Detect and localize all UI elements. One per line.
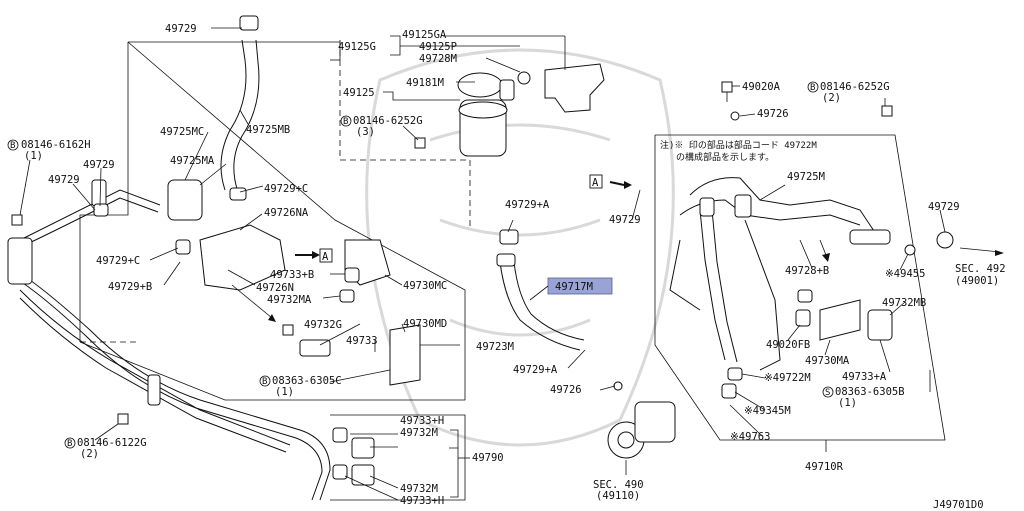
label-49732m-1: 49732M [400, 427, 438, 439]
part-bracket-49125ga [544, 63, 605, 113]
label-49020a: 49020A [742, 81, 781, 93]
label-49732mb: 49732MB [882, 297, 926, 309]
label-49726n: 49726N [256, 282, 294, 294]
label-49717m: 49717M [555, 281, 593, 293]
label-08363-6305b-qty: (1) [838, 397, 857, 409]
label-49729a-1: 49729+A [505, 199, 550, 211]
label-49725mc: 49725MC [160, 126, 204, 138]
label-sec-492: SEC. 492 [955, 263, 1006, 275]
label-08146-6162h: 08146-6162H [21, 139, 91, 151]
label-08146-6122g-qty: (2) [80, 448, 99, 460]
label-49726-bot: 49726 [550, 384, 582, 396]
svg-text:S: S [825, 388, 830, 398]
label-sec-490: SEC. 490 [593, 479, 644, 491]
label-49729b-1: 49729+B [108, 281, 152, 293]
label-49729a-2: 49729+A [513, 364, 558, 376]
label-08146-6252g-b: 08146-6252G [820, 81, 890, 93]
label-49730md: 49730MD [403, 318, 447, 330]
label-08363-6305c: 08363-6305C [272, 375, 342, 387]
label-49455: ※49455 [885, 268, 925, 280]
label-49725m: 49725M [787, 171, 825, 183]
ref-a-right: A [592, 177, 599, 189]
label-49710r: 49710R [805, 461, 844, 473]
label-49722m: ※49722M [764, 372, 811, 384]
label-49125ga: 49125GA [402, 29, 447, 41]
label-08363-6305b: 08363-6305B [835, 386, 905, 398]
label-49345m: ※49345M [744, 405, 791, 417]
svg-text:B: B [810, 83, 815, 93]
label-49020fb: 49020FB [766, 339, 810, 351]
label-08146-6122g: 08146-6122G [77, 437, 147, 449]
label-49733a: 49733+A [842, 371, 887, 383]
label-49725mb: 49725MB [246, 124, 290, 136]
svg-text:B: B [262, 377, 267, 387]
label-08146-6252g-b-qty: (2) [822, 92, 841, 104]
leader-lines [19, 27, 1001, 501]
label-49729-top: 49729 [165, 23, 197, 35]
labels: 49729 49125GA 49125G 49125P 49728M 49181… [21, 23, 1006, 511]
label-49125g: 49125G [338, 41, 376, 53]
label-49729-l2: 49729 [48, 174, 80, 186]
label-49725ma: 49725MA [170, 155, 215, 167]
label-08363-6305c-qty: (1) [275, 386, 294, 398]
label-49726na: 49726NA [264, 207, 309, 219]
label-49728b: 49728+B [785, 265, 829, 277]
part-49790-tube [7, 179, 331, 501]
label-49723m: 49723M [476, 341, 514, 353]
label-49729c-2: 49729+C [96, 255, 140, 267]
label-49790: 49790 [472, 452, 504, 464]
ref-marker-group: A A [319, 174, 603, 263]
fasteners [11, 81, 893, 425]
label-49729-r2: 49729 [928, 201, 960, 213]
label-sec-492-sub: (49001) [955, 275, 999, 287]
label-49732ma-1: 49732MA [267, 294, 312, 306]
label-49733h-2: 49733+H [400, 495, 444, 507]
mid-brackets [93, 179, 421, 486]
ref-a-left: A [322, 251, 329, 263]
label-49728m: 49728M [419, 53, 457, 65]
label-49732m-2: 49732M [400, 483, 438, 495]
label-49730mc: 49730MC [403, 280, 447, 292]
note-line-2: の構成部品を示します。 [676, 151, 774, 163]
part-49725mb-hose [220, 15, 260, 193]
watermark-logo [365, 48, 675, 447]
part-reservoir [457, 71, 531, 157]
label-49729-l1: 49729 [83, 159, 115, 171]
label-49733h-1: 49733+H [400, 415, 444, 427]
label-49125: 49125 [343, 87, 375, 99]
svg-text:B: B [67, 439, 72, 449]
diagram-id: J49701D0 [933, 499, 984, 511]
svg-text:B: B [10, 141, 15, 151]
label-49125p: 49125P [419, 41, 457, 53]
label-49732g: 49732G [304, 319, 342, 331]
part-pump [607, 381, 676, 459]
note-line-1: 注)※ 印の部品は部品コード 49722M [660, 139, 817, 151]
label-49733b-1: 49733+B [270, 269, 314, 281]
part-49710r-assembly [669, 177, 954, 399]
group-outlines [79, 40, 946, 501]
circle-markers: B B B B B S [7, 81, 834, 449]
svg-text:B: B [343, 117, 348, 127]
label-08146-6252g-a: 08146-6252G [353, 115, 423, 127]
label-sec-490-sub: (49110) [596, 490, 640, 502]
label-49763: ※49763 [730, 431, 770, 443]
label-08146-6162h-qty: (1) [24, 150, 43, 162]
label-49729-right: 49729 [609, 214, 641, 226]
label-49181m: 49181M [406, 77, 444, 89]
label-49733: 49733 [346, 335, 378, 347]
label-49729c-1: 49729+C [264, 183, 308, 195]
arrows [231, 181, 1004, 322]
label-49730ma: 49730MA [805, 355, 850, 367]
label-49726-top: 49726 [757, 108, 789, 120]
label-08146-6252g-a-qty: (3) [356, 126, 375, 138]
part-49717m-hose [496, 229, 585, 351]
